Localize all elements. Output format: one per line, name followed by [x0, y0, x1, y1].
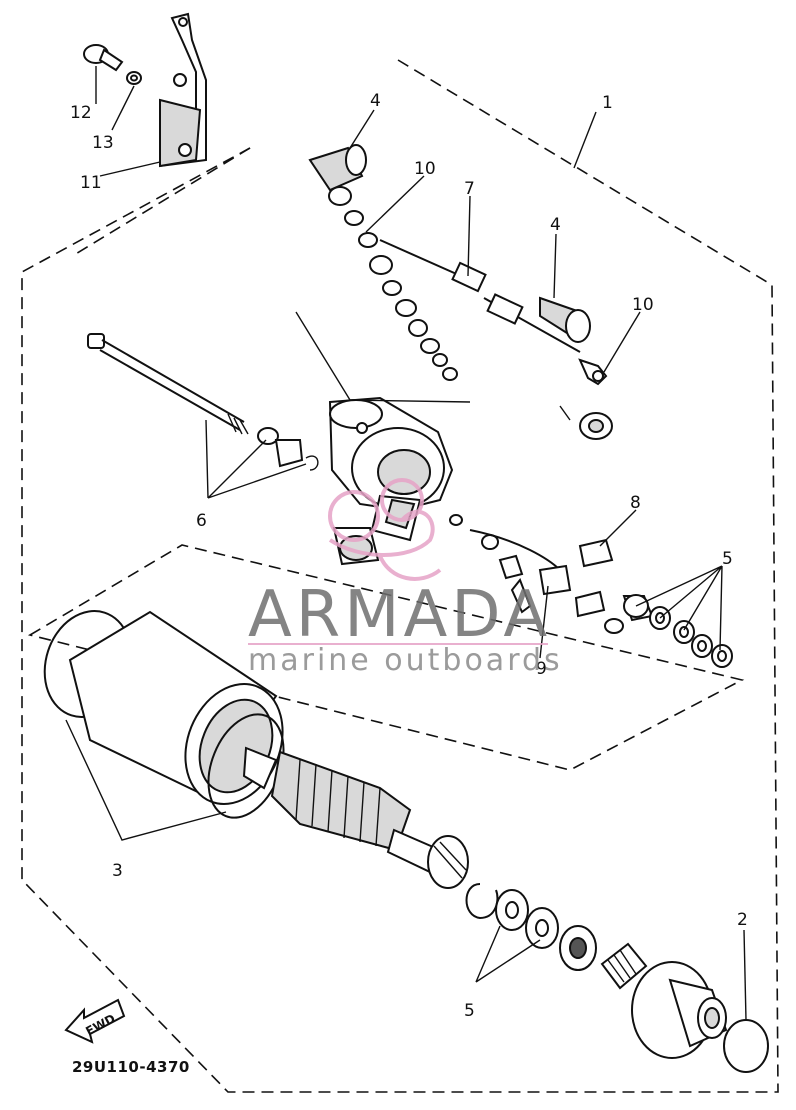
- terminal-part-4-lower: [539, 296, 591, 343]
- armada-logo-icon: [328, 478, 442, 581]
- needle-bearing: [600, 942, 648, 990]
- callout-11: 11: [80, 173, 102, 193]
- assembly-outline-endcap: [27, 544, 745, 771]
- callout-10-upper: 10: [414, 159, 436, 179]
- bearing-upper: [579, 412, 613, 440]
- assembly-outline-main: [21, 59, 779, 1093]
- callout-6: 6: [196, 511, 207, 531]
- armada-watermark: ARMADA marine outboards: [248, 478, 563, 678]
- watermark-title: ARMADA: [248, 578, 551, 652]
- washer-part-13: [126, 71, 142, 85]
- fwd-arrow: FWD: [64, 998, 126, 1044]
- callout-2: 2: [737, 910, 748, 930]
- watermark-subtitle: marine outboards: [248, 643, 563, 678]
- part-8-brush: [574, 538, 624, 634]
- armature: [242, 746, 469, 889]
- bearing-lower: [559, 925, 597, 971]
- terminal-part-10-lower: [578, 358, 608, 386]
- callout-5-lower: 5: [464, 1001, 475, 1021]
- bracket-part-11: [159, 12, 207, 168]
- circlip: [465, 883, 499, 920]
- callout-4-upper: 4: [370, 91, 381, 111]
- rod-part-7: [379, 239, 581, 353]
- callout-13: 13: [92, 133, 114, 153]
- callout-4-lower: 4: [550, 215, 561, 235]
- callout-9: 9: [536, 659, 547, 679]
- diagram-part-number: 29U110-4370: [72, 1058, 190, 1076]
- callout-1: 1: [602, 93, 613, 113]
- leader-lines: [65, 66, 747, 1021]
- callout-labels: 1 2 3 4 4 5 5 6 7 8 9 10 10 11 12 13: [70, 91, 748, 1021]
- nut-stack-upper: [328, 186, 458, 381]
- o-ring-part-2: [723, 1019, 769, 1073]
- callout-3: 3: [112, 861, 123, 881]
- spacer-stack-5-lower: [495, 889, 559, 949]
- callout-8: 8: [630, 493, 641, 513]
- drive-end-housing: [631, 961, 728, 1059]
- through-bolt: [87, 333, 249, 435]
- callout-7: 7: [464, 179, 475, 199]
- callout-5-upper: 5: [722, 549, 733, 569]
- callout-10-lower: 10: [632, 295, 654, 315]
- terminal-part-4-upper: [308, 144, 367, 192]
- callout-12: 12: [70, 103, 92, 123]
- assembly-outline-bracket: [73, 147, 251, 256]
- bolt-part-12: [83, 44, 124, 72]
- parts-group-6: [257, 427, 319, 471]
